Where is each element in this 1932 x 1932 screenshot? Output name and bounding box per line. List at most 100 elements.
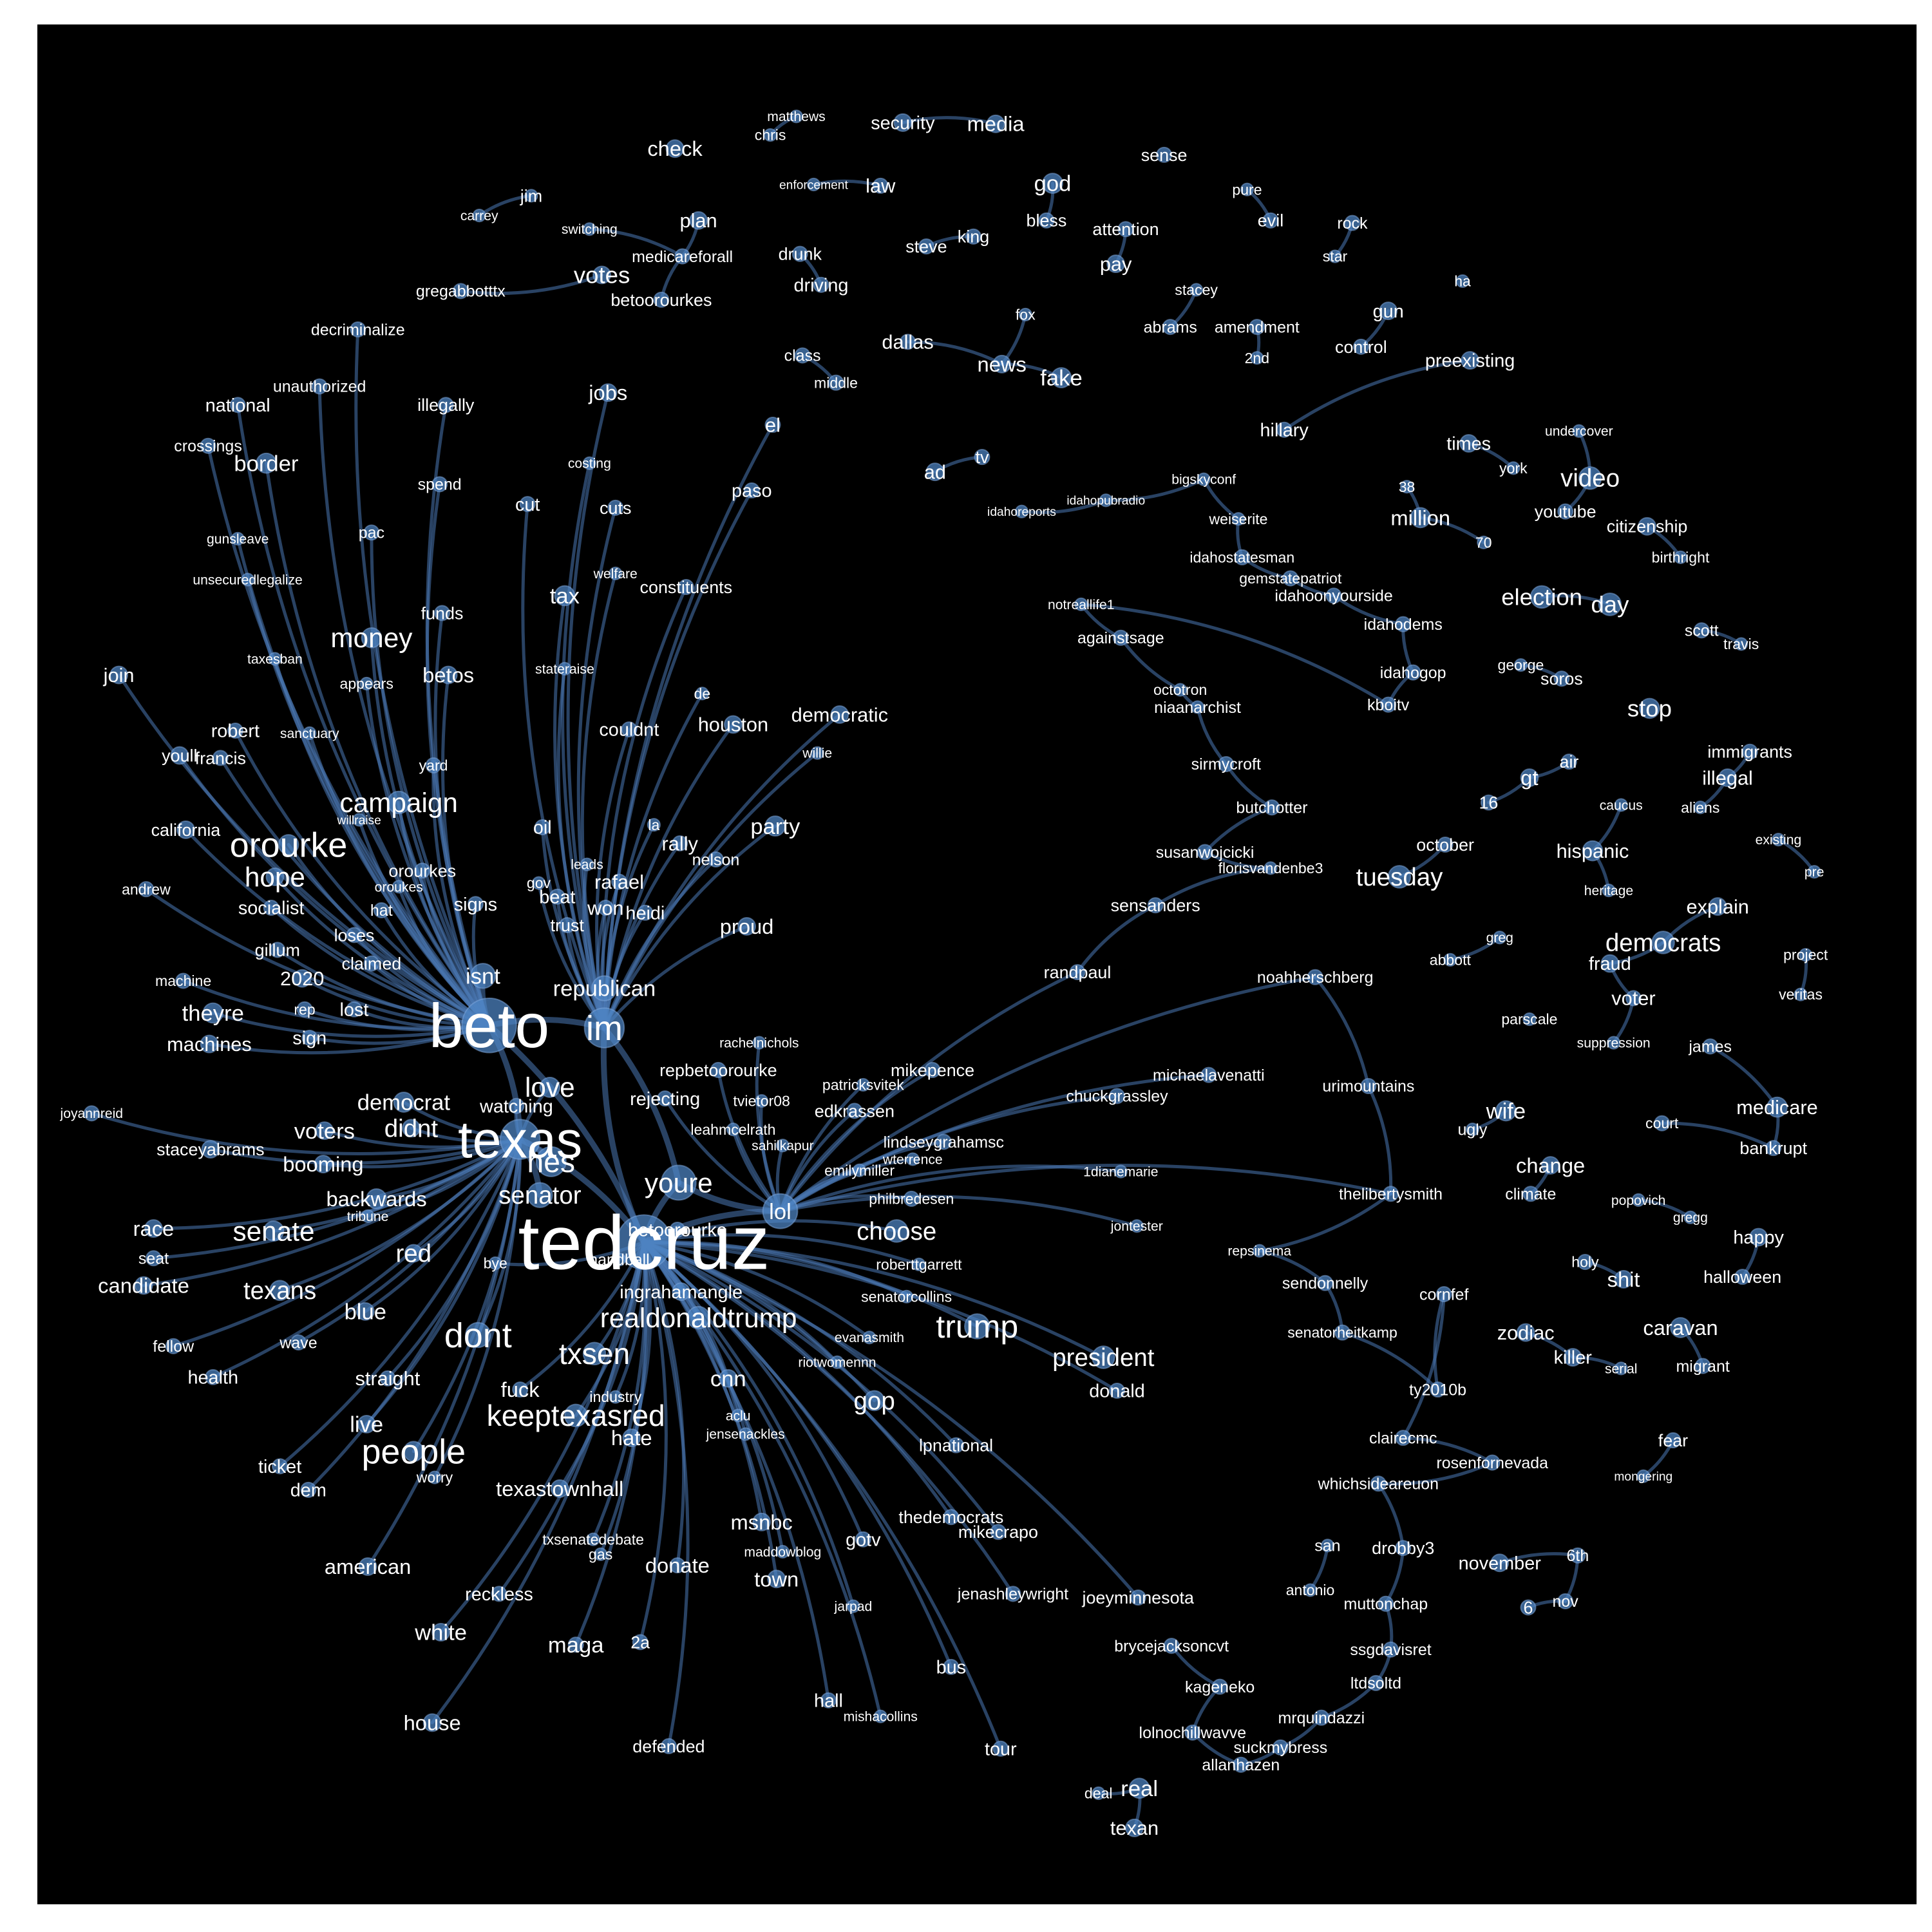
- label-amendment: amendment: [1215, 318, 1300, 336]
- label-popovich: popovich: [1611, 1193, 1666, 1208]
- node-class: [794, 347, 811, 364]
- label-democratic: democratic: [791, 703, 888, 726]
- node-won: [597, 900, 614, 916]
- label-gov: gov: [527, 875, 551, 891]
- node-money: [361, 627, 383, 649]
- label-niaanarchist: niaanarchist: [1154, 699, 1241, 717]
- node-nelson: [707, 851, 724, 868]
- label-bye: bye: [484, 1255, 507, 1272]
- node-betoorourkes: [653, 291, 670, 308]
- node-fox: [1018, 307, 1032, 322]
- edge-im-party: [602, 824, 777, 1030]
- node-evanasmith: [862, 1331, 876, 1345]
- label-ad: ad: [924, 460, 946, 483]
- node-drunk: [791, 245, 808, 262]
- node-tedcruz: [616, 1214, 672, 1271]
- node-lpnational: [948, 1437, 965, 1454]
- label-2020: 2020: [280, 967, 324, 990]
- label-sanctuary: sanctuary: [280, 726, 339, 741]
- label-scott: scott: [1685, 622, 1719, 640]
- label-fraud: fraud: [1589, 954, 1631, 974]
- label-hillary: hillary: [1260, 420, 1309, 440]
- node-town: [767, 1569, 786, 1589]
- node-immigrants: [1741, 743, 1758, 760]
- label-greg: greg: [1486, 931, 1513, 945]
- node-god: [1042, 173, 1063, 194]
- node-times: [1459, 433, 1479, 453]
- edge-beto-national: [236, 403, 491, 1027]
- node-kboitv: [1380, 696, 1397, 713]
- node-heritage: [1602, 884, 1616, 898]
- node-air: [1560, 753, 1577, 770]
- node-blue: [355, 1302, 375, 1321]
- node-enforcement: [806, 177, 821, 192]
- node-willie: [810, 746, 824, 760]
- node-red: [404, 1244, 423, 1263]
- label-explain: explain: [1686, 895, 1748, 918]
- label-notreallife1: notreallife1: [1048, 598, 1114, 612]
- label-pac: pac: [359, 524, 384, 542]
- edge-randpaul-sensanders: [1075, 904, 1157, 974]
- node-fear: [1665, 1432, 1681, 1448]
- node-bye: [488, 1256, 502, 1271]
- node-people: [402, 1441, 424, 1463]
- edge-im-nelson: [602, 858, 717, 1030]
- label-de: de: [694, 685, 711, 702]
- label-rosenfornevada: rosenfornevada: [1436, 1454, 1548, 1472]
- label-tax: tax: [550, 584, 580, 609]
- node-evil: [1262, 212, 1279, 229]
- node-butchotter: [1264, 799, 1280, 816]
- edge-noahherschberg-urimountains: [1313, 975, 1370, 1088]
- label-real: real: [1121, 1777, 1158, 1801]
- node-mrquindazzi: [1313, 1709, 1330, 1726]
- label-tuesday: tuesday: [1356, 864, 1443, 891]
- label-senator: senator: [498, 1182, 581, 1209]
- node-holy: [1577, 1253, 1593, 1271]
- node-jontester: [1130, 1219, 1144, 1233]
- label-party: party: [750, 815, 800, 839]
- label-keeptexasred: keeptexasred: [487, 1399, 665, 1432]
- node-whichsideareuon: [1370, 1475, 1387, 1492]
- node-dallas: [900, 334, 916, 350]
- label-idahostatesman: idahostatesman: [1189, 549, 1294, 565]
- edge-tedcruz-white: [439, 1240, 646, 1634]
- edge-beto-illegally: [425, 403, 491, 1027]
- label-ingrahamangle: ingrahamangle: [620, 1282, 743, 1303]
- node-wterrence: [905, 1152, 920, 1166]
- node-change: [1541, 1156, 1560, 1175]
- node-pay: [1106, 254, 1126, 274]
- node-allanhazen: [1233, 1756, 1249, 1773]
- label-octotron: octotron: [1153, 681, 1207, 698]
- node-veritas: [1794, 987, 1808, 1001]
- node-chris: [763, 128, 777, 142]
- node-appears: [359, 676, 374, 691]
- label-sahilkapur: sahilkapur: [752, 1139, 813, 1153]
- label-la: la: [648, 817, 659, 833]
- label-mongering: mongering: [1614, 1470, 1672, 1484]
- node-rafael: [611, 873, 628, 890]
- label-texans: texans: [243, 1277, 316, 1305]
- label-paso: paso: [732, 481, 772, 502]
- label-california: california: [151, 820, 221, 840]
- label-november: november: [1459, 1553, 1542, 1574]
- label-susanwojcicki: susanwojcicki: [1156, 844, 1255, 862]
- edge-lol-jontester: [778, 1195, 1139, 1228]
- label-beto: beto: [429, 992, 549, 1061]
- edge-tedcruz-house: [430, 1240, 646, 1725]
- label-lolnochillwavve: lolnochillwavve: [1139, 1724, 1247, 1742]
- node-idahogop: [1405, 664, 1421, 681]
- node-andrew: [138, 881, 155, 898]
- label-rep: rep: [294, 1001, 315, 1018]
- node-travis: [1734, 637, 1748, 651]
- node-hate: [622, 1428, 641, 1448]
- label-houston: houston: [698, 714, 768, 736]
- label-plan: plan: [680, 209, 717, 232]
- node-philbredesen: [903, 1190, 920, 1208]
- label-lindseygrahamsc: lindseygrahamsc: [884, 1133, 1004, 1151]
- label-willraise: willraise: [336, 814, 381, 828]
- label-fake: fake: [1040, 366, 1082, 391]
- edge-tedcruz-defended: [642, 1240, 690, 1748]
- edge-tedcruz-maga: [574, 1240, 648, 1647]
- node-tuesday: [1387, 865, 1412, 889]
- label-2a: 2a: [630, 1633, 650, 1652]
